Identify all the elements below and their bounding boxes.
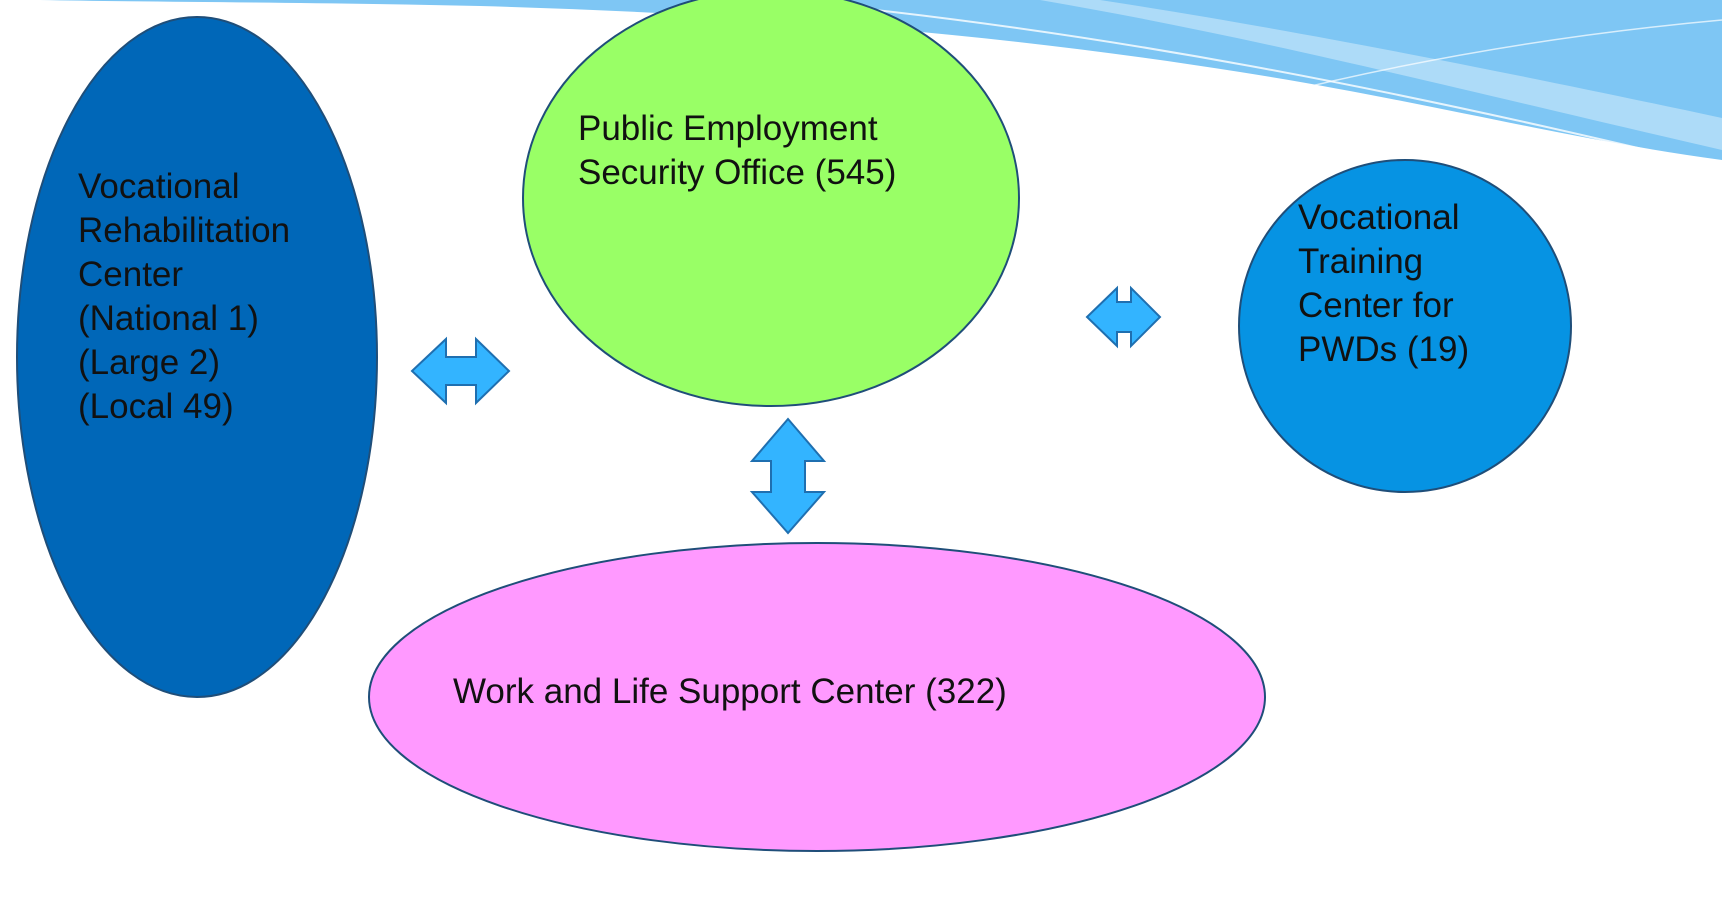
support-center-node (368, 542, 1266, 852)
label-line: Vocational (78, 167, 240, 206)
employment-office-node (522, 0, 1020, 407)
label-line: Work and Life Support Center (322) (453, 672, 1007, 711)
background-swoosh (40, 0, 1722, 169)
label-line: Rehabilitation (78, 211, 291, 250)
label-line: PWDs (19) (1298, 330, 1470, 369)
edge-office-training-arrow (1085, 285, 1162, 349)
rehab-center-node (16, 16, 378, 698)
label-line: Security Office (545) (578, 153, 897, 192)
label-line: Public Employment (578, 109, 878, 148)
training-center-label: Vocational Training Center for PWDs (19) (1298, 196, 1469, 372)
label-line: Training (1298, 242, 1424, 281)
label-line: Vocational (1298, 198, 1460, 237)
label-line: Center (78, 255, 184, 294)
edge-office-support-arrow (749, 417, 827, 535)
training-center-node (1238, 159, 1572, 493)
support-center-label: Work and Life Support Center (322) (453, 670, 1007, 714)
swoosh-line (779, 0, 1722, 169)
employment-office-label: Public Employment Security Office (545) (578, 107, 896, 195)
swoosh-line (1179, 19, 1722, 121)
edge-rehab-office-arrow (410, 336, 511, 406)
rehab-center-label: Vocational Rehabilitation Center (Nation… (78, 165, 290, 429)
label-line: (Local 49) (78, 387, 234, 426)
label-line: Center for (1298, 286, 1454, 325)
label-line: (National 1) (78, 299, 259, 338)
label-line: (Large 2) (78, 343, 221, 382)
